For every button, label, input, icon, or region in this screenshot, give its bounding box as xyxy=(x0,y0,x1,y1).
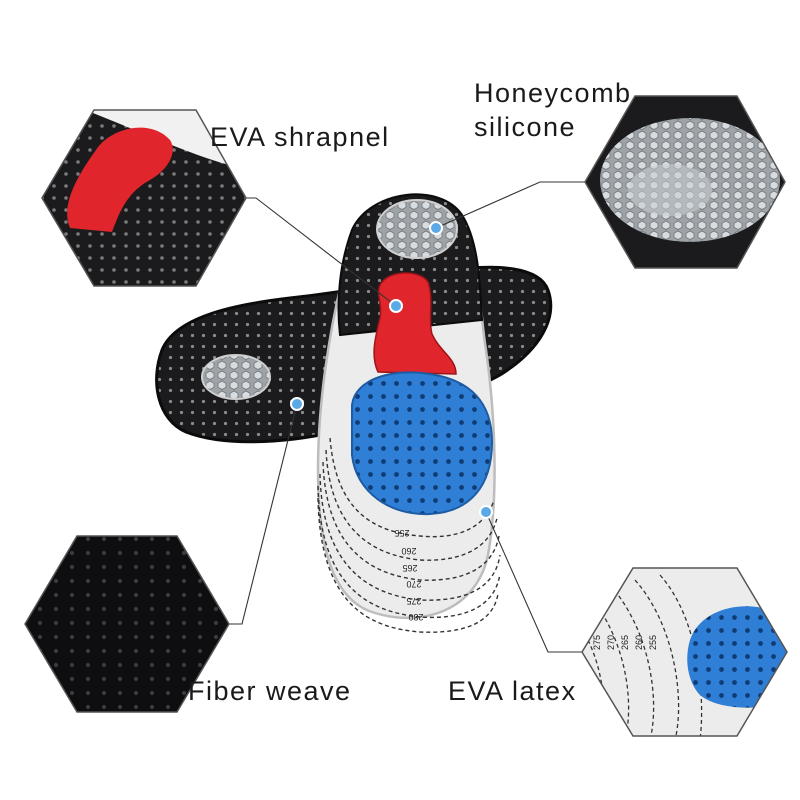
size-mark: 275 xyxy=(592,635,602,650)
hexagon-frame xyxy=(581,567,788,737)
marker-dot xyxy=(479,505,493,519)
size-mark: 255 xyxy=(648,635,658,650)
size-mark: 270 xyxy=(606,635,616,650)
leader-lines xyxy=(229,181,585,653)
size-mark: 270 xyxy=(406,579,421,589)
honeycomb-label-line2: silicone xyxy=(474,112,577,142)
size-mark: 265 xyxy=(620,635,630,650)
eva-latex-label: EVA latex xyxy=(448,676,577,706)
hexagon-frame xyxy=(41,109,247,287)
marker-dot xyxy=(429,221,443,235)
eva-shrapnel-label: EVA shrapnel xyxy=(210,122,390,152)
eva-latex-detail: 275 270 265 260 255 xyxy=(582,568,787,736)
size-mark: 280 xyxy=(408,612,423,622)
fiber-weave-label: Fiber weave xyxy=(188,676,352,706)
size-mark: 260 xyxy=(634,635,644,650)
hexagon-frame xyxy=(584,95,786,269)
size-mark: 255 xyxy=(394,528,409,538)
size-mark: 275 xyxy=(406,596,421,606)
hexagon-frame xyxy=(24,535,230,713)
honeycomb-silicone-label: Honeycomb silicone xyxy=(474,76,632,144)
marker-dot xyxy=(389,299,403,313)
honeycomb-label-line1: Honeycomb xyxy=(474,78,632,108)
size-mark: 260 xyxy=(401,546,416,556)
white-insole-front: 255 260 265 270 275 280 xyxy=(316,193,501,633)
size-mark: 265 xyxy=(402,563,417,573)
marker-dot xyxy=(290,397,304,411)
